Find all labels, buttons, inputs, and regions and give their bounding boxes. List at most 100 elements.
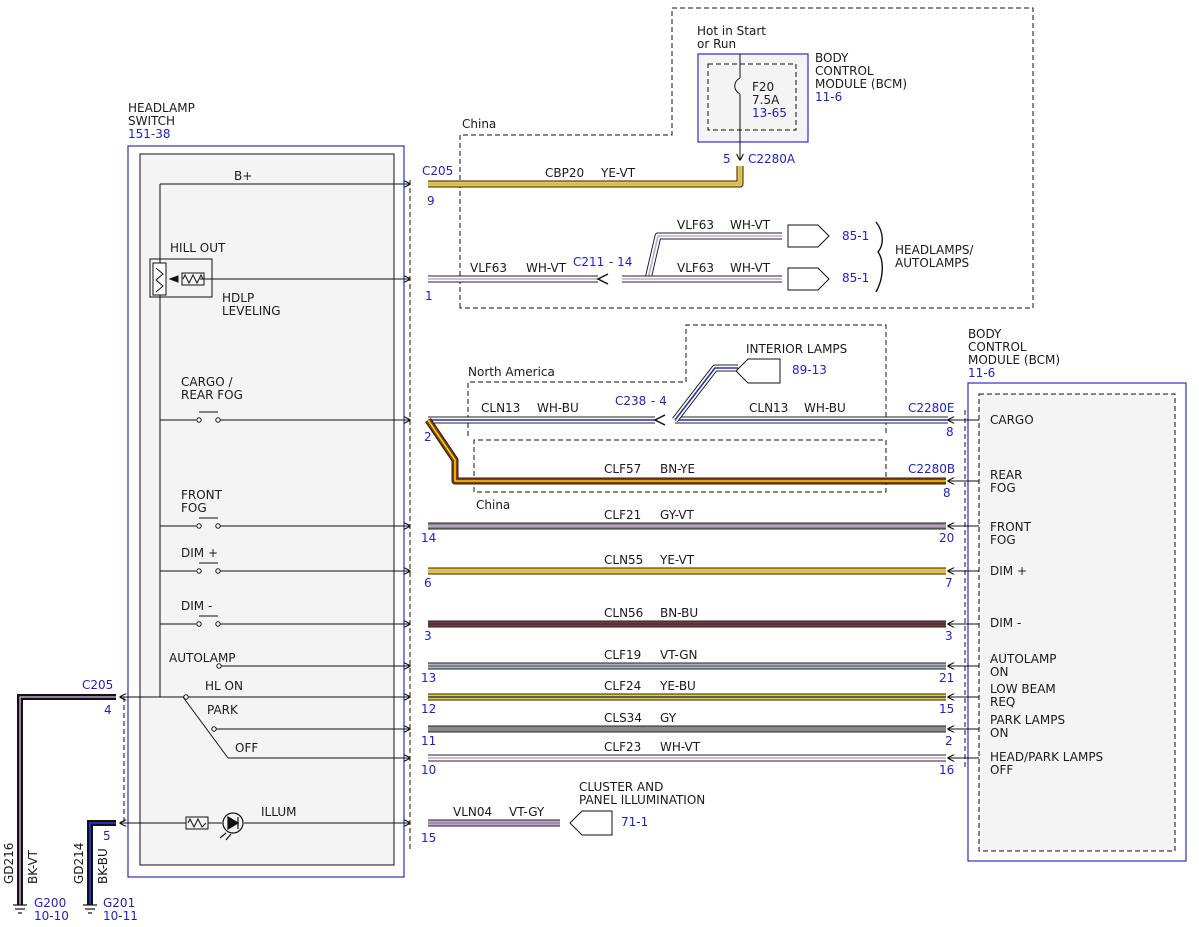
pin-left: 3 (424, 629, 432, 643)
wire-circuit-label: CLF19 (604, 648, 641, 662)
switch-title-2: SWITCH (128, 114, 175, 128)
label-autolamp: AUTOLAMP (169, 651, 236, 665)
connector-c2280e: C2280E (908, 401, 955, 415)
bcm-headpark: HEAD/PARK LAMPS (990, 750, 1103, 764)
interior-circuit: CLN13 (749, 401, 788, 415)
region-china-top: China (462, 117, 496, 131)
wire-circuit-label: CLF57 (604, 462, 641, 476)
wire-circuit-label: CBP20 (545, 166, 584, 180)
fuse-name: F20 (752, 80, 774, 94)
headlamps-label-1: HEADLAMPS/ (895, 243, 974, 257)
label-front: FRONT (181, 488, 223, 502)
interior-color: WH-BU (804, 401, 846, 415)
pin-right: 16 (939, 763, 954, 777)
pin-left: 15 (421, 831, 436, 845)
bcm-top-t1: BODY (815, 51, 849, 65)
bcm-park-on: ON (990, 726, 1008, 740)
label-park: PARK (207, 703, 239, 717)
label-hill-out: HILL OUT (170, 241, 226, 255)
wire-wh-bu (674, 367, 738, 421)
switch-ref: 151-38 (128, 127, 171, 141)
headlamp-switch: HEADLAMP SWITCH 151-38 (120, 101, 410, 878)
bcm-low-beam-req: REQ (990, 695, 1015, 709)
label-illum: ILLUM (261, 805, 296, 819)
region-outlines (123, 7, 1034, 850)
pin-left: 2 (424, 430, 432, 444)
connector-c211: C211 (573, 255, 604, 269)
fuse-rating: 7.5A (752, 93, 780, 107)
wire-bn-ye (427, 419, 946, 482)
pin-right: 8 (943, 486, 951, 500)
wire-circuit-label: VLN04 (453, 805, 492, 819)
bcm-right-t2: CONTROL (968, 340, 1027, 354)
wire-circuit-label: CLF23 (604, 740, 641, 754)
label-leveling: LEVELING (222, 304, 281, 318)
pin-left: 10 (421, 763, 436, 777)
wire-color-label: WH-VT (526, 261, 567, 275)
bcm-dim-minus: DIM - (990, 616, 1021, 630)
pin-left: 14 (421, 531, 436, 545)
bcm-right-t3: MODULE (BCM) (968, 353, 1060, 367)
switch-title-1: HEADLAMP (128, 101, 195, 115)
wire-circuit-label: CLS34 (604, 711, 642, 725)
illum-lamp-icon (219, 812, 244, 841)
wire-color-label: WH-VT (660, 740, 701, 754)
wire-color-label: VT-GY (509, 805, 545, 819)
bcm-autolamp: AUTOLAMP (990, 652, 1057, 666)
wire-color-label: YE-VT (659, 553, 695, 567)
connector-c238: C238 (615, 394, 646, 408)
ground-1-circuit: GD216 (2, 843, 16, 884)
label-hdlp: HDLP (222, 291, 254, 305)
pin-right: 3 (945, 629, 953, 643)
fuse-ref: 13-65 (752, 106, 787, 120)
connector-c238-pin: - 4 (651, 394, 667, 408)
pin-right: 8 (946, 425, 954, 439)
cluster-label-2: PANEL ILLUMINATION (579, 793, 705, 807)
ground-2-ref: 10-11 (103, 909, 138, 923)
wire-color-label: BN-YE (660, 462, 695, 476)
headlamp-ref-1: 85-1 (842, 229, 869, 243)
ground-wires (13, 694, 116, 914)
bcm-top-hot: Hot in Start (697, 24, 766, 38)
label-hl-on: HL ON (205, 679, 243, 693)
switch-outer-frame (127, 145, 405, 878)
branch-2-circuit: VLF63 (677, 261, 714, 275)
wire-color-label: VT-GN (660, 648, 697, 662)
bcm-autolamp-on: ON (990, 665, 1008, 679)
ground-1-ref: 10-10 (34, 909, 69, 923)
switch-contacts (183, 411, 222, 732)
pin-right: 21 (939, 671, 954, 685)
cluster-ref: 71-1 (621, 815, 648, 829)
bcm-front: FRONT (990, 520, 1032, 534)
wire-circuit-label: CLF24 (604, 679, 641, 693)
ground-1-color: BK-VT (26, 849, 40, 884)
connector-c2280b: C2280B (908, 462, 955, 476)
connector-c205-top: C205 (422, 164, 453, 178)
branch-1-circuit: VLF63 (677, 218, 714, 232)
connector-c205-left-pin: 4 (104, 703, 112, 717)
bcm-park: PARK LAMPS (990, 713, 1065, 727)
bcm-cargo: CARGO (990, 413, 1034, 427)
inline-connector-arrow (596, 273, 609, 285)
cluster-connector (569, 810, 613, 836)
wire-circuit-label: VLF63 (470, 261, 507, 275)
pin-left: 12 (421, 702, 436, 716)
wire-circuit-label: CLN56 (604, 606, 643, 620)
bcm-rear: REAR (990, 468, 1022, 482)
wire-color-label: GY (660, 711, 677, 725)
ground-1-name: G200 (34, 896, 66, 910)
interior-lamps-connector (735, 358, 781, 384)
label-b-plus: B+ (234, 169, 252, 183)
branch-2-color: WH-VT (730, 261, 771, 275)
pin-left: 11 (421, 734, 436, 748)
pin-left: 13 (421, 671, 436, 685)
illum-resistor (185, 816, 209, 830)
label-rear-fog: REAR FOG (181, 388, 243, 402)
label-off: OFF (235, 741, 258, 755)
bcm-top-hot2: or Run (697, 37, 736, 51)
bcm-top-pin: 5 (723, 152, 731, 166)
headlamp-ref-2: 85-1 (842, 271, 869, 285)
connector-c211-pin: - 14 (609, 255, 632, 269)
